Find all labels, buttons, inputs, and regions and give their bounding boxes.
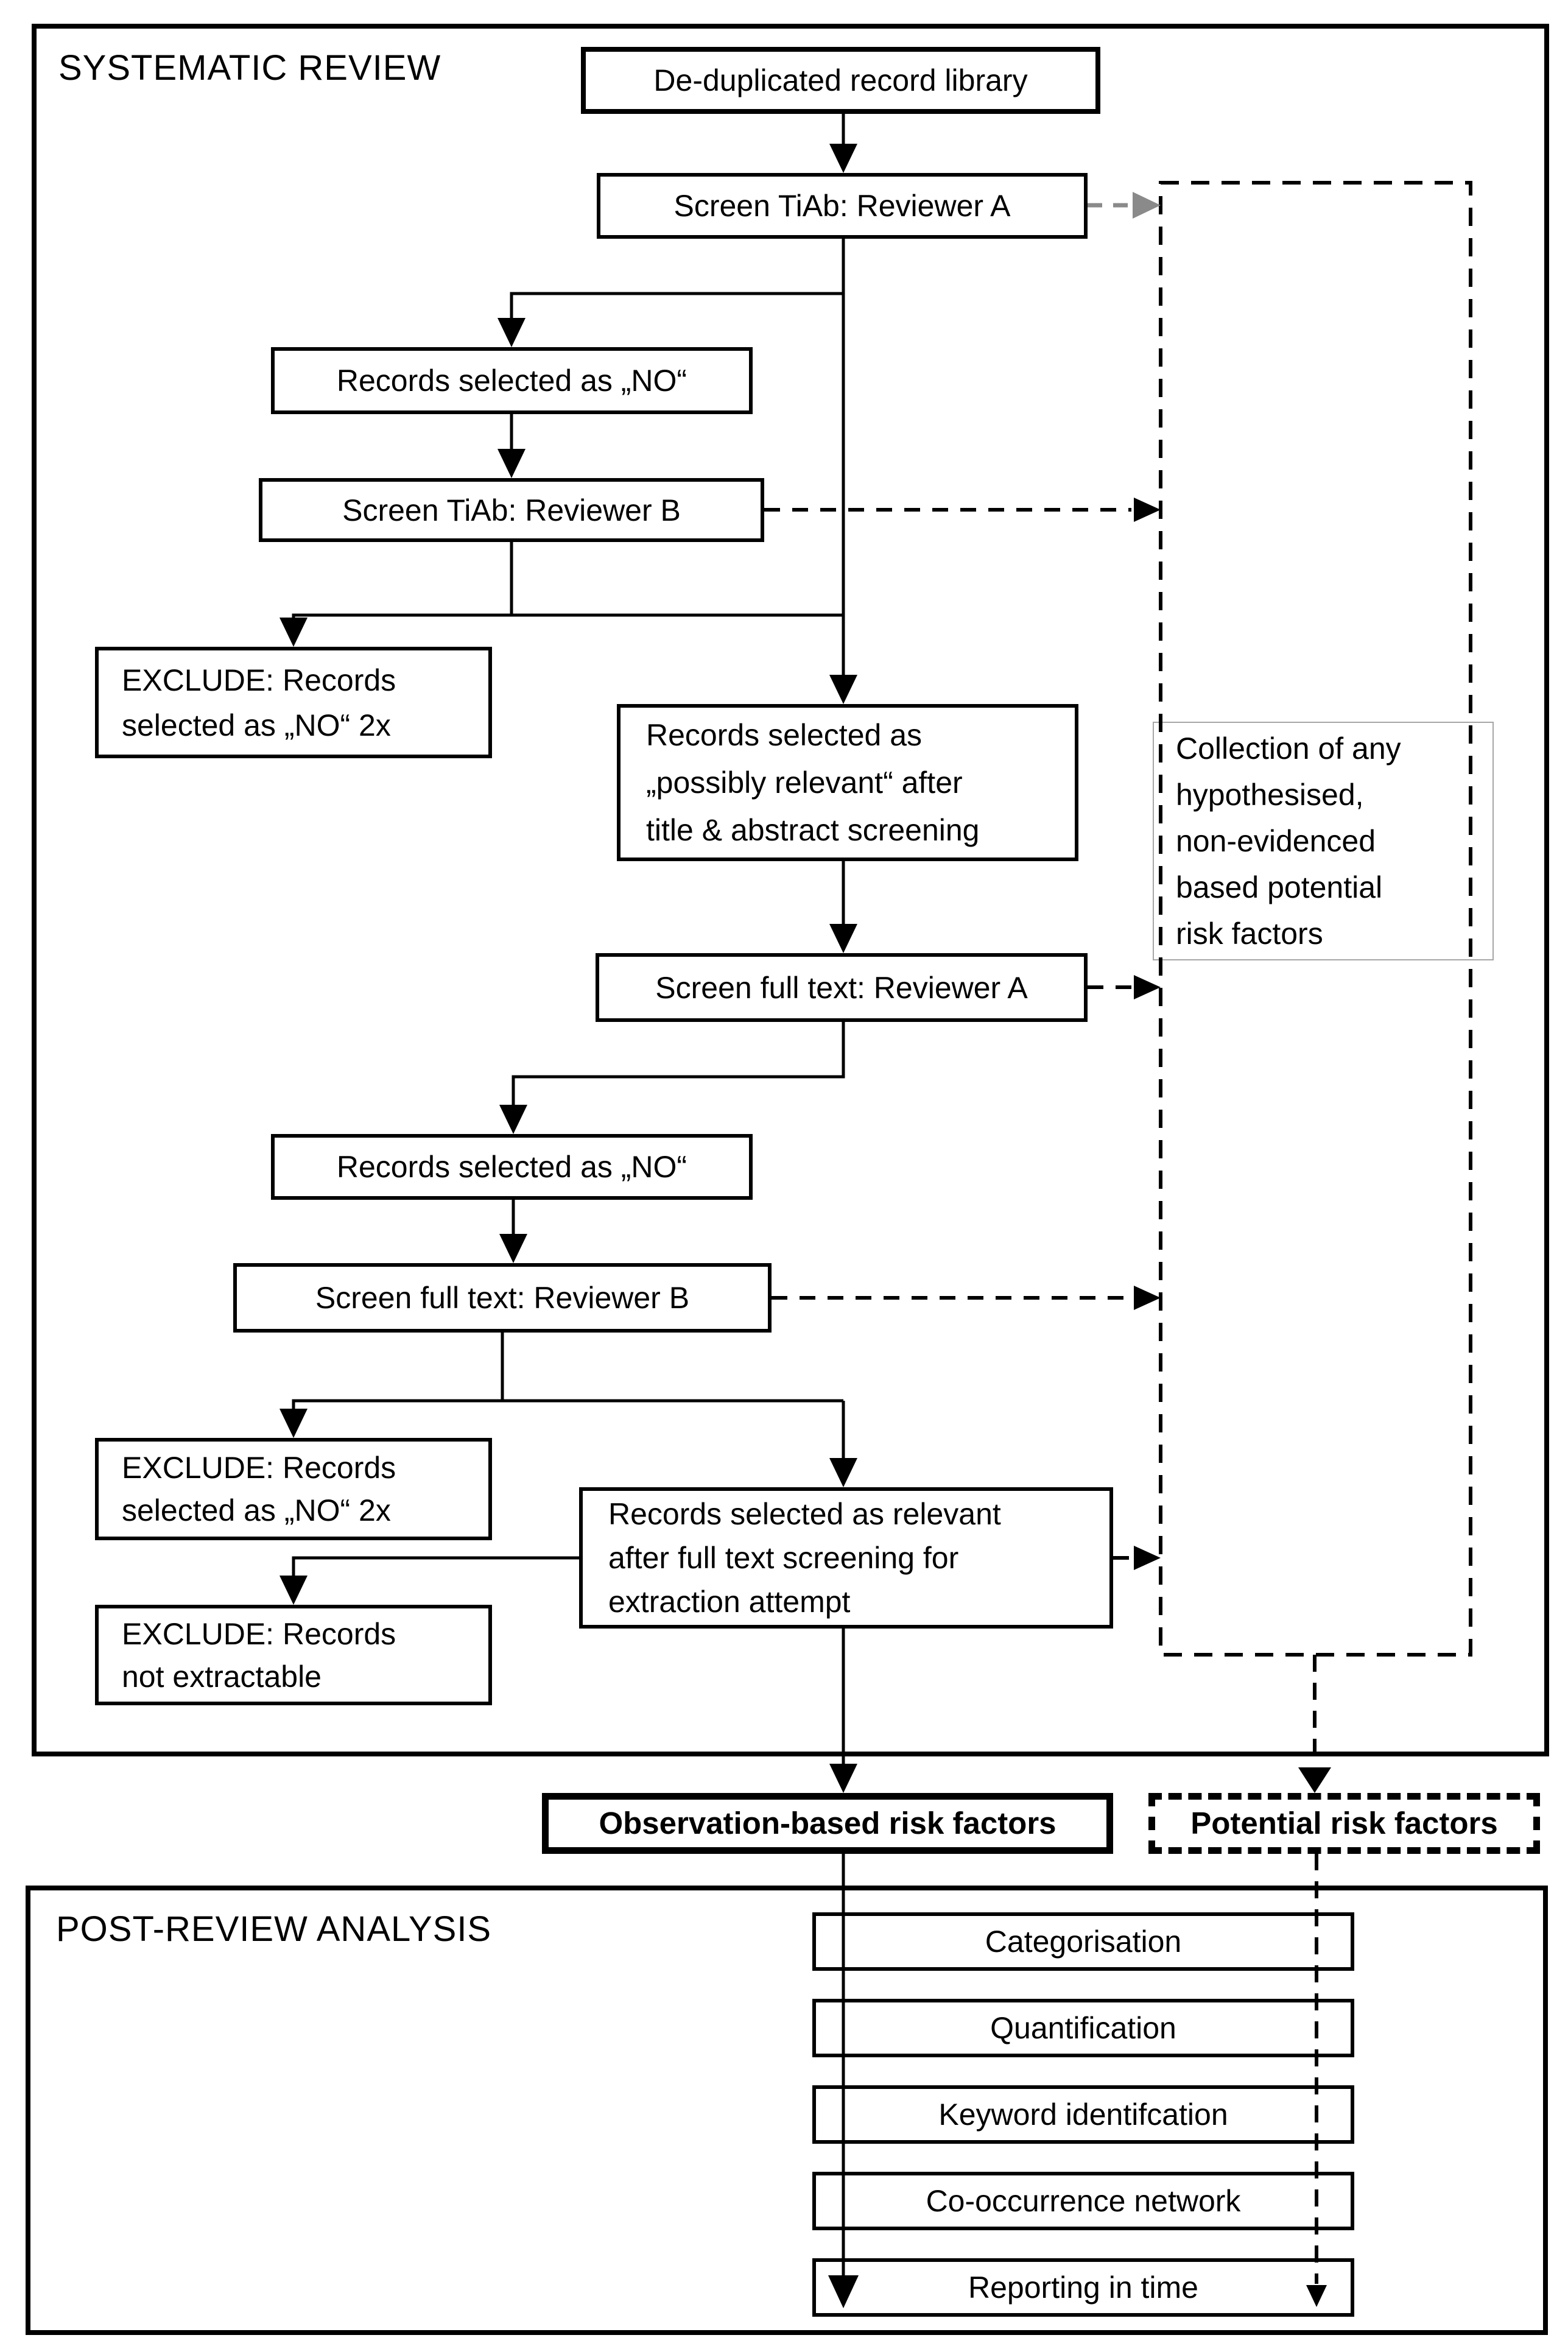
box-records-selected-no-2: Records selected as „NO“ — [271, 1134, 753, 1200]
text-line: not extractable — [122, 1659, 322, 1694]
box-exclude-not-extractable: EXCLUDE: Records not extractable — [95, 1605, 492, 1705]
post-review-label: POST-REVIEW ANALYSIS — [56, 1909, 492, 1949]
systematic-review-label: SYSTEMATIC REVIEW — [58, 48, 441, 88]
text-line: non-evidenced — [1176, 824, 1376, 858]
text-line: extraction attempt — [608, 1585, 851, 1619]
box-records-relevant-extraction: Records selected as relevant after full … — [579, 1487, 1113, 1629]
box-exclude-records-no-2x-1: EXCLUDE: Records selected as „NO“ 2x — [95, 647, 492, 758]
box-screen-fulltext-reviewer-a: Screen full text: Reviewer A — [596, 953, 1088, 1022]
text-line: Records selected as relevant — [608, 1497, 1001, 1531]
step-quantification: Quantification — [812, 1999, 1354, 2057]
text-line: after full text screening for — [608, 1541, 959, 1575]
text-line: „possibly relevant“ after — [646, 766, 963, 800]
box-records-possibly-relevant: Records selected as „possibly relevant“ … — [617, 704, 1078, 861]
note-collection-potential-risk-factors: Collection of any hypothesised, non-evid… — [1153, 722, 1494, 960]
text-line: Records selected as — [646, 718, 923, 752]
text-line: selected as „NO“ 2x — [122, 1493, 391, 1527]
box-observation-based-risk-factors: Observation-based risk factors — [542, 1793, 1113, 1854]
text-line: risk factors — [1176, 917, 1323, 951]
box-potential-risk-factors: Potential risk factors — [1148, 1793, 1540, 1854]
text-line: title & abstract screening — [646, 813, 980, 847]
box-deduplicated-record-library: De-duplicated record library — [581, 47, 1100, 114]
step-reporting-in-time: Reporting in time — [812, 2258, 1354, 2317]
step-co-occurrence-network: Co-occurrence network — [812, 2172, 1354, 2230]
text-line: Collection of any — [1176, 731, 1401, 766]
text-line: based potential — [1176, 870, 1383, 904]
box-screen-tiab-reviewer-a: Screen TiAb: Reviewer A — [597, 173, 1088, 239]
box-screen-fulltext-reviewer-b: Screen full text: Reviewer B — [233, 1263, 772, 1333]
text-line: EXCLUDE: Records — [122, 1616, 396, 1651]
text-line: EXCLUDE: Records — [122, 1451, 396, 1485]
box-screen-tiab-reviewer-b: Screen TiAb: Reviewer B — [259, 478, 764, 542]
arrowhead-to-potential — [1298, 1767, 1331, 1793]
text-line: hypothesised, — [1176, 778, 1364, 812]
step-keyword-identification: Keyword identifcation — [812, 2085, 1354, 2144]
arrowhead-to-observation — [829, 1764, 857, 1793]
box-records-selected-no-1: Records selected as „NO“ — [271, 347, 753, 414]
step-categorisation: Categorisation — [812, 1912, 1354, 1971]
text-line: selected as „NO“ 2x — [122, 708, 391, 742]
text-line: EXCLUDE: Records — [122, 663, 396, 697]
box-exclude-records-no-2x-2: EXCLUDE: Records selected as „NO“ 2x — [95, 1438, 492, 1540]
